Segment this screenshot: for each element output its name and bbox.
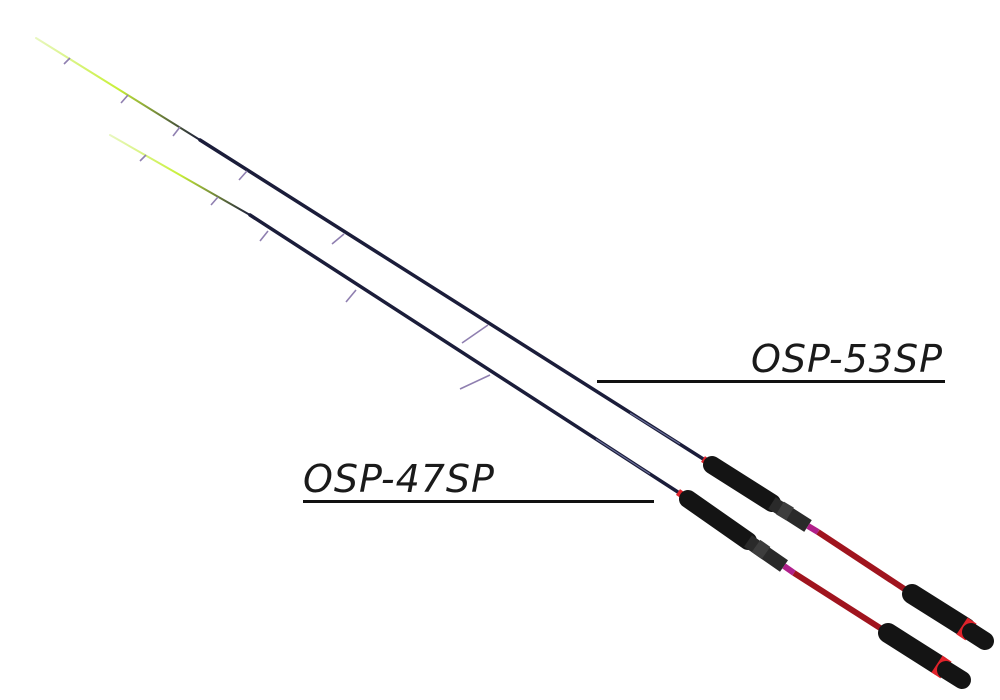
reel-seat-icon <box>744 535 788 572</box>
line-guide-icons <box>139 154 491 390</box>
label-underline <box>597 380 945 383</box>
reel-seat-icon <box>768 497 812 532</box>
rod-label-osp-53sp: OSP-53SP <box>751 337 943 381</box>
rear-grip <box>878 623 950 676</box>
rod-tip <box>109 134 251 216</box>
blank-print <box>629 412 681 445</box>
butt-cap <box>937 661 971 689</box>
rod-osp-47sp <box>109 134 971 689</box>
rod-blank <box>198 138 710 464</box>
fore-grip <box>703 456 781 512</box>
fore-grip <box>679 490 757 550</box>
reel-seat-accent <box>806 523 820 535</box>
line-guide-icons <box>63 57 489 344</box>
handle-blank <box>816 529 914 597</box>
label-underline <box>303 500 654 503</box>
rod-osp-53sp <box>35 37 994 650</box>
butt-cap <box>962 623 994 650</box>
blank-print <box>595 438 651 475</box>
rear-grip <box>902 584 976 638</box>
handle-blank <box>792 570 890 636</box>
reel-seat-accent <box>782 563 796 576</box>
rod-tip <box>35 37 201 141</box>
rod-label-osp-47sp: OSP-47SP <box>303 457 495 501</box>
